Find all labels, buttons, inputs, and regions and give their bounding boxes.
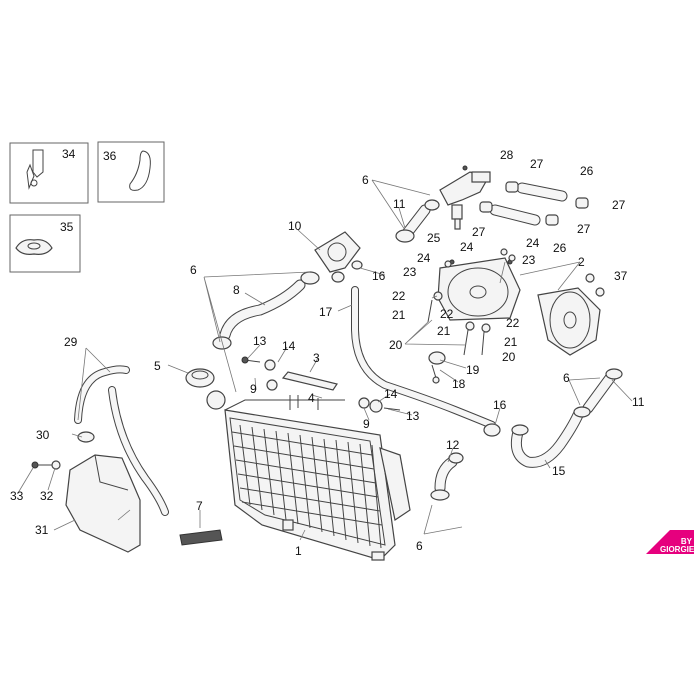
part-label-36: 36 [103, 149, 117, 163]
part-label-16a: 16 [372, 269, 386, 283]
part-label-2: 2 [578, 255, 585, 269]
part-label-28: 28 [500, 148, 514, 162]
part-label-17: 17 [319, 305, 333, 319]
inset-strap-36 [97, 141, 165, 203]
part-label-10: 10 [288, 219, 302, 233]
part-label-15: 15 [552, 464, 566, 478]
hose-11-right [573, 368, 623, 418]
junction-fitting [439, 165, 491, 206]
hose-11-upper [395, 199, 440, 243]
part-label-23a: 23 [403, 265, 417, 279]
part-label-19: 19 [466, 363, 480, 377]
part-label-11a: 11 [393, 197, 406, 211]
part-label-21b: 21 [437, 324, 451, 338]
part-label-30: 30 [36, 428, 50, 442]
part-number-labels: 1 2 3 4 5 6 6 6 6 7 8 9 9 10 11 11 12 13… [10, 147, 645, 558]
part-label-6c: 6 [416, 539, 423, 553]
part-label-6a: 6 [190, 263, 197, 277]
part-label-3: 3 [313, 351, 320, 365]
part-label-11b: 11 [632, 395, 645, 409]
tank-fasteners [31, 460, 61, 470]
part-label-20a: 20 [389, 338, 403, 352]
radiator-bracket [241, 356, 338, 410]
hose-long-17 [351, 286, 501, 437]
part-label-7: 7 [196, 499, 203, 513]
part-label-16b: 16 [493, 398, 507, 412]
part-label-24a: 24 [417, 251, 431, 265]
part-label-5: 5 [154, 359, 161, 373]
part-label-37: 37 [614, 269, 628, 283]
fan-grommets-37 [585, 273, 605, 297]
radiator-core-grid [231, 424, 383, 549]
thermostat-housing [314, 231, 363, 283]
part-label-24c: 24 [526, 236, 540, 250]
part-label-22b: 22 [440, 307, 454, 321]
part-label-35: 35 [60, 220, 74, 234]
part-label-24b: 24 [460, 240, 474, 254]
part-label-29: 29 [64, 335, 78, 349]
part-label-27b: 27 [612, 198, 626, 212]
part-label-22c: 22 [506, 316, 520, 330]
clamp-19 [428, 351, 446, 384]
inset-clip-34 [9, 142, 89, 204]
part-label-14b: 14 [384, 387, 398, 401]
part-label-6d: 6 [563, 371, 570, 385]
part-label-18: 18 [452, 377, 466, 391]
radiator-cap [185, 368, 215, 388]
part-label-22a: 22 [392, 289, 406, 303]
hose-upper-left [212, 271, 320, 350]
part-label-27d: 27 [577, 222, 591, 236]
protective-mesh [179, 529, 223, 546]
part-label-21c: 21 [504, 335, 518, 349]
part-label-4: 4 [308, 391, 315, 405]
leader-lines [17, 179, 633, 541]
radiator [206, 390, 411, 561]
part-label-13a: 13 [253, 334, 267, 348]
cooling-fan-right [537, 287, 601, 356]
fan-fasteners [427, 248, 516, 356]
expansion-tank [65, 431, 141, 553]
part-label-14a: 14 [282, 339, 296, 353]
part-label-27a: 27 [530, 157, 544, 171]
overflow-hose-29 [74, 365, 169, 516]
part-label-27c: 27 [472, 225, 486, 239]
hose-12 [430, 452, 464, 501]
part-label-21a: 21 [392, 308, 406, 322]
part-label-6b: 6 [362, 173, 369, 187]
hose-26-upper [505, 181, 589, 209]
part-label-1: 1 [295, 544, 302, 558]
part-label-33: 33 [10, 489, 24, 503]
brand-logo-line1: BY [680, 537, 692, 546]
inset-clip-35 [9, 214, 81, 273]
brand-logo [646, 530, 694, 554]
brand-logo-line2: GIORGIE [660, 545, 695, 554]
part-label-20b: 20 [502, 350, 516, 364]
brand-logo-text: BY GIORGIE [660, 537, 695, 554]
part-label-26a: 26 [580, 164, 594, 178]
part-label-13b: 13 [406, 409, 420, 423]
part-label-8: 8 [233, 283, 240, 297]
part-label-23b: 23 [522, 253, 536, 267]
part-label-9b: 9 [363, 417, 370, 431]
part-label-31: 31 [35, 523, 49, 537]
part-label-12: 12 [446, 438, 460, 452]
part-label-9a: 9 [250, 382, 257, 396]
temperature-sensor [451, 204, 463, 230]
part-label-32: 32 [40, 489, 54, 503]
hose-26-lower [479, 201, 559, 226]
part-label-26b: 26 [553, 241, 567, 255]
brand-logo-shape [646, 530, 694, 554]
part-label-34: 34 [62, 147, 76, 161]
hose-15 [510, 409, 584, 468]
part-label-25: 25 [427, 231, 441, 245]
